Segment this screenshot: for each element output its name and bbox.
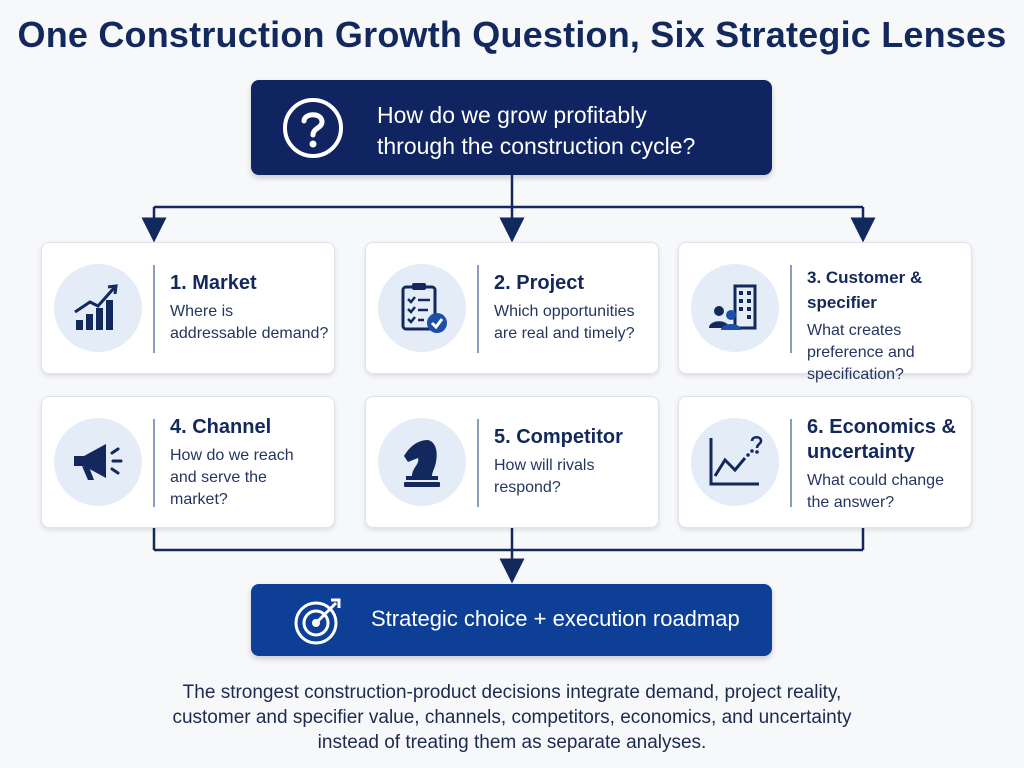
lens-text: 4. Channel How do we reach and serve the… <box>170 415 330 511</box>
lens-text: 1. Market Where is addressable demand? <box>170 271 330 345</box>
lens-title: 4. Channel <box>170 416 272 438</box>
lens-title: 5. Competitor <box>494 426 623 448</box>
footer-summary: The strongest construction-product decis… <box>112 680 912 755</box>
megaphone-icon <box>74 444 123 480</box>
chess-knight-icon <box>404 440 440 487</box>
lens-description: What creates preference and specificatio… <box>807 320 967 386</box>
lens-desc-line: What creates <box>807 322 902 339</box>
lens-desc-line: are real and timely? <box>494 325 635 342</box>
lens-card-channel: 4. Channel How do we reach and serve the… <box>41 396 335 528</box>
lens-card-market: 1. Market Where is addressable demand? <box>41 242 335 374</box>
lens-desc-line: and serve the <box>170 469 267 486</box>
lens-description: Where is addressable demand? <box>170 301 330 345</box>
lens-card-competitor: 5. Competitor How will rivals respond? <box>365 396 659 528</box>
lens-divider <box>153 265 155 353</box>
lens-description: Which opportunities are real and timely? <box>494 301 654 345</box>
lens-card-customer-specifier: 3. Customer & specifier What creates pre… <box>678 242 972 383</box>
lens-desc-line: addressable demand? <box>170 325 329 342</box>
lens-card-project: 2. Project Which opportunities are real … <box>365 242 659 374</box>
lens-icon-bg <box>54 418 142 506</box>
page-title: One Construction Growth Question, Six St… <box>17 14 1007 55</box>
lens-description: How do we reach and serve the market? <box>170 445 330 511</box>
lens-desc-line: respond? <box>494 479 561 496</box>
question-circle-icon <box>283 98 343 158</box>
lens-divider <box>477 265 479 353</box>
footer-line: The strongest construction-product decis… <box>182 682 842 703</box>
lens-description: How will rivals respond? <box>494 455 654 499</box>
strategic-choice-label: Strategic choice + execution roadmap <box>371 606 740 631</box>
lens-divider <box>153 419 155 507</box>
lens-card-economics-uncertainty: 6. Economics & uncertainty What could ch… <box>678 396 972 528</box>
footer-line: instead of treating them as separate ana… <box>317 732 707 753</box>
footer-line: customer and specifier value, channels, … <box>172 707 852 728</box>
strategic-choice-box: Strategic choice + execution roadmap <box>251 584 772 656</box>
lens-desc-line: the answer? <box>807 494 895 511</box>
lens-title: 1. Market <box>170 272 257 294</box>
lens-title-line: 6. Economics & <box>807 416 956 438</box>
question-line-1: How do we grow profitably <box>377 102 647 128</box>
lens-icon-bg <box>691 418 779 506</box>
trend-question-icon <box>709 436 763 486</box>
lens-divider <box>477 419 479 507</box>
lens-divider <box>790 265 792 353</box>
lens-icon-bg <box>54 264 142 352</box>
lens-icon-bg <box>691 264 779 352</box>
lens-divider <box>790 419 792 507</box>
lens-desc-line: How do we reach <box>170 447 294 464</box>
question-line-2: through the construction cycle? <box>377 133 696 159</box>
lens-text: 6. Economics & uncertainty What could ch… <box>807 415 967 514</box>
lens-desc-line: What could change <box>807 472 944 489</box>
lens-desc-line: Where is <box>170 303 234 320</box>
lens-description: What could change the answer? <box>807 470 967 514</box>
lens-title: 6. Economics & uncertainty <box>807 415 967 465</box>
lens-desc-line: specification? <box>807 366 904 383</box>
lens-text: 5. Competitor How will rivals respond? <box>494 425 654 499</box>
lens-desc-line: preference and <box>807 344 915 361</box>
target-arrow-icon <box>294 598 341 645</box>
lens-title: 3. Customer & specifier <box>807 268 923 312</box>
central-question-text: How do we grow profitably through the co… <box>377 100 757 162</box>
lens-title-line: uncertainty <box>807 441 915 463</box>
checklist-clipboard-icon <box>401 283 447 333</box>
lens-desc-line: market? <box>170 491 228 508</box>
central-question-box: How do we grow profitably through the co… <box>251 80 772 175</box>
lens-title: 2. Project <box>494 272 585 294</box>
lens-icon-bg <box>378 264 466 352</box>
people-building-icon <box>709 284 757 330</box>
lens-text: 3. Customer & specifier What creates pre… <box>807 265 967 386</box>
lens-desc-line: Which opportunities <box>494 303 635 320</box>
lens-icon-bg <box>378 418 466 506</box>
lens-desc-line: How will rivals <box>494 457 595 474</box>
lens-text: 2. Project Which opportunities are real … <box>494 271 654 345</box>
bar-chart-growth-icon <box>74 284 118 330</box>
